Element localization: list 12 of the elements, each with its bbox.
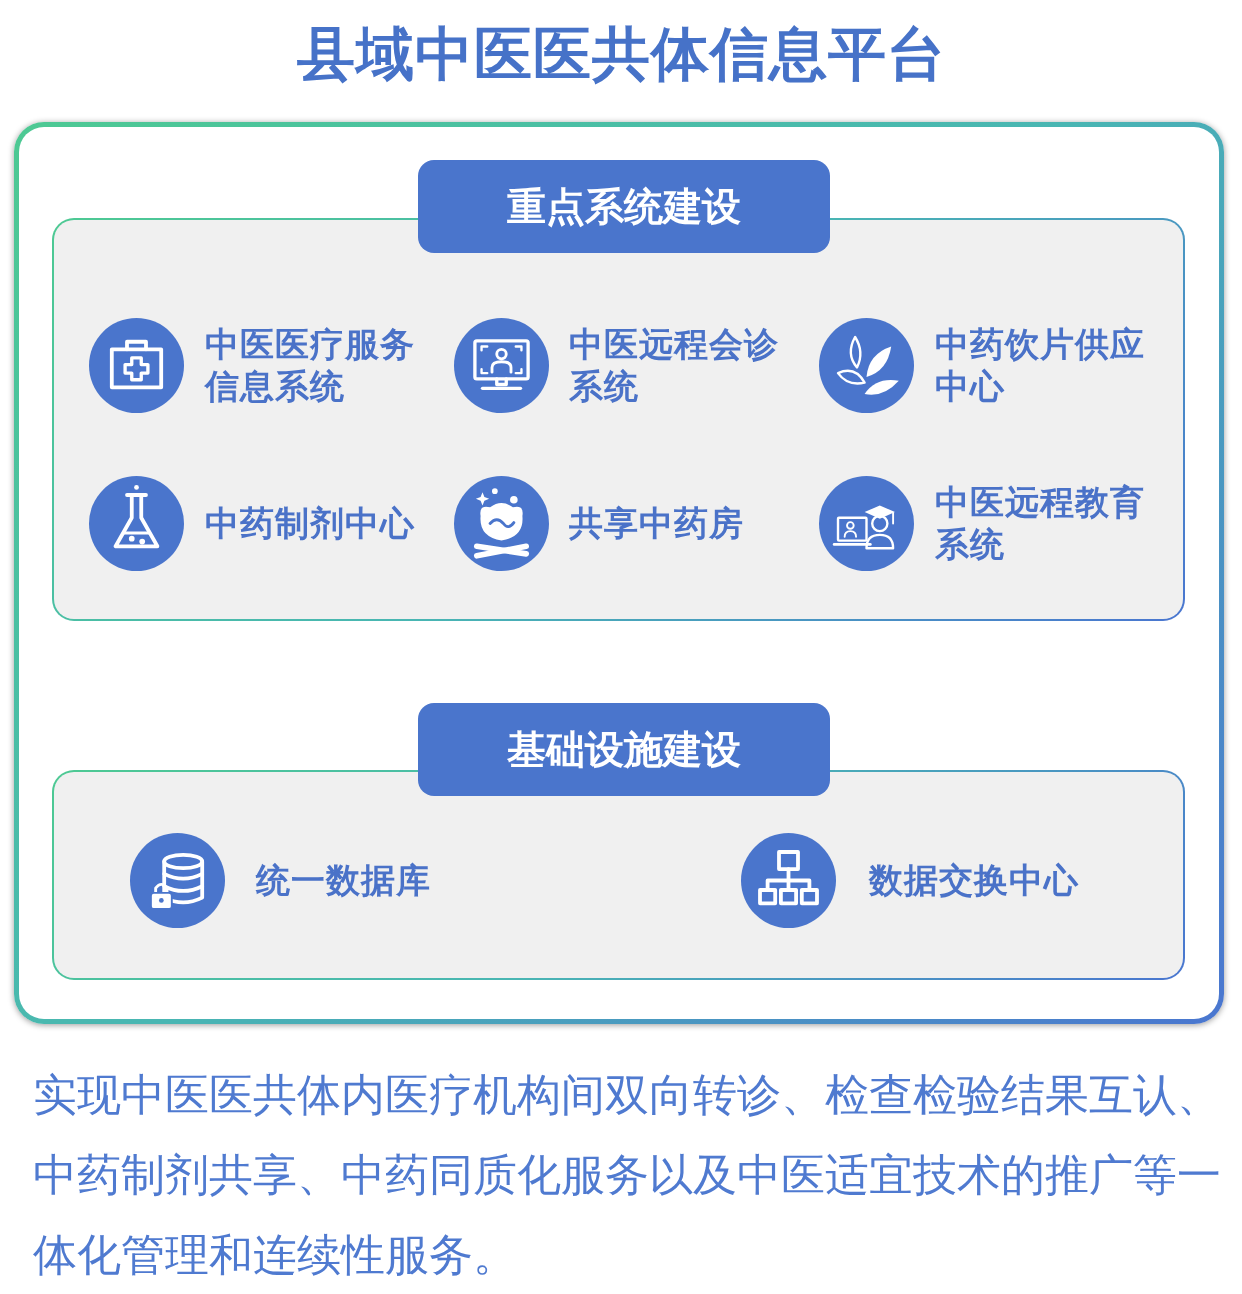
item-label: 中药制剂中心	[205, 502, 415, 544]
title: 县域中医医共体信息平台	[296, 19, 946, 89]
item-label: 中医医疗服务信息系统	[205, 323, 427, 407]
section-tab: 重点系统建设	[418, 160, 830, 253]
item-label: 中药饮片供应中心	[935, 323, 1157, 407]
caption: 实现中医医共体内医疗机构间双向转诊、检查检验结果互认、中药制剂共享、中药同质化服务以及中医适宜技术的推广等一体化管理和连续性服务。	[33, 1068, 1222, 1282]
item-label: 数据交换中心	[869, 859, 1079, 901]
item-label: 中医远程会诊系统	[569, 323, 791, 407]
item-label: 中医远程教育系统	[935, 481, 1157, 565]
section-tab: 基础设施建设	[418, 703, 830, 796]
item-label: 统一数据库	[256, 859, 431, 901]
item-label: 共享中药房	[569, 502, 744, 544]
